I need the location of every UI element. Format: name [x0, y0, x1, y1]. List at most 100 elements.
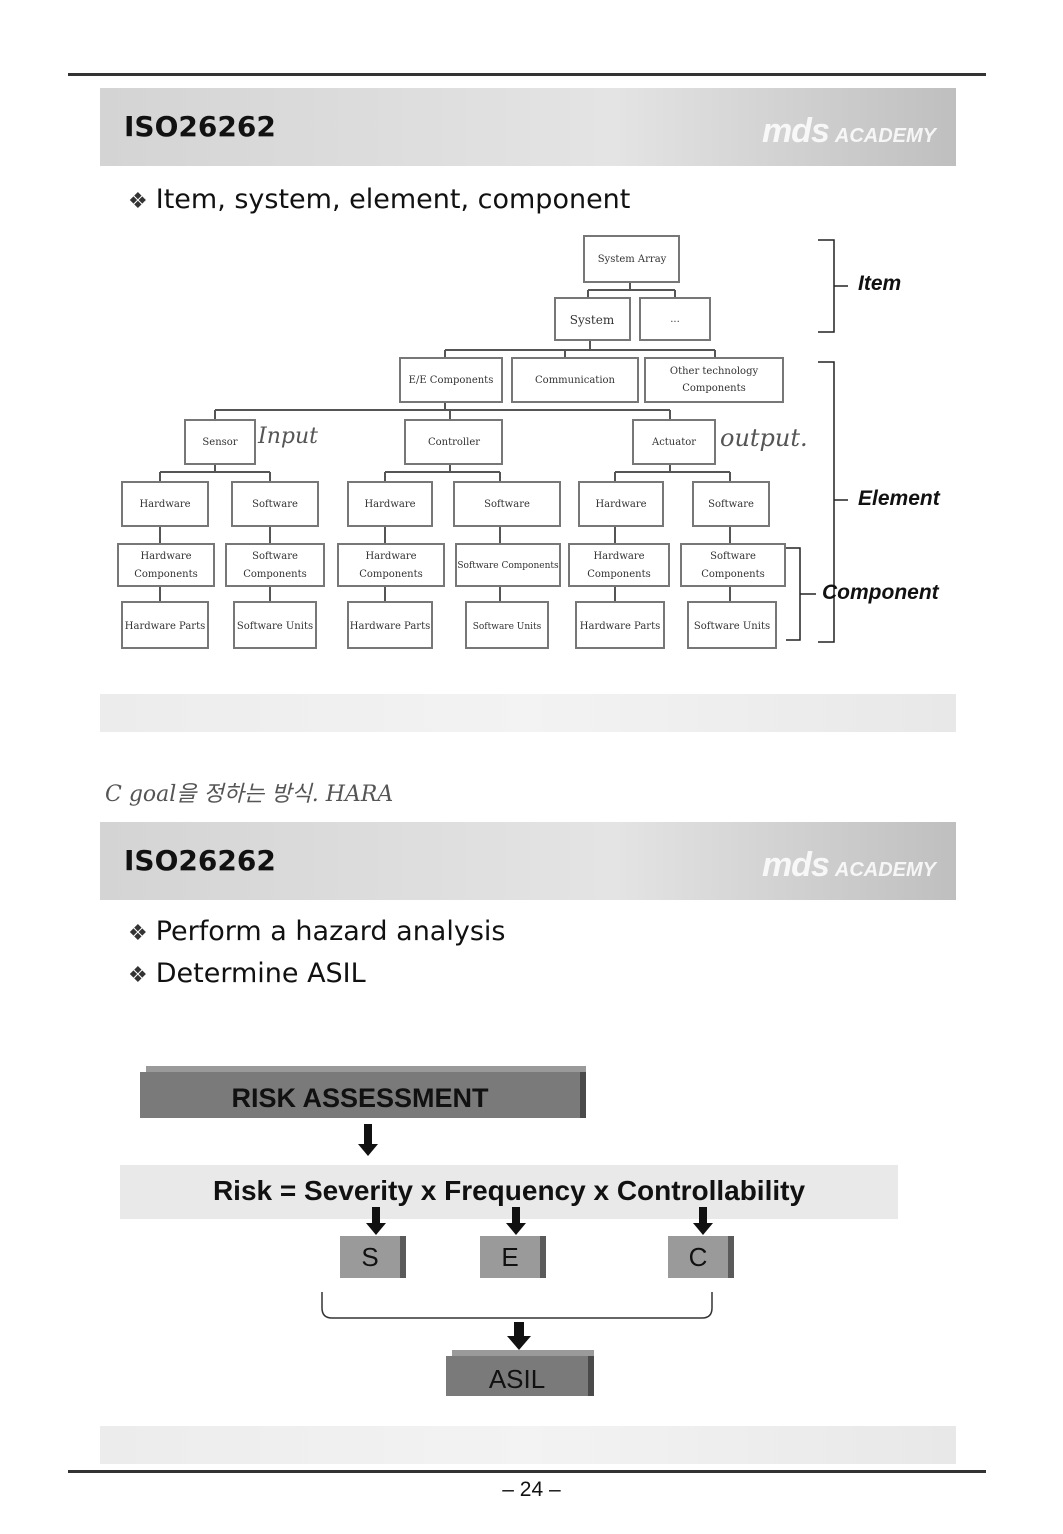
diamond-bullet-icon: ❖	[128, 189, 148, 214]
label-element: Element	[858, 487, 940, 510]
box-controller	[404, 419, 503, 465]
component-bracket	[786, 547, 801, 641]
slide2-bullet-2: ❖Determine ASIL	[128, 958, 366, 989]
svg-text:Hardware: Hardware	[364, 499, 415, 510]
box-hardware-parts-3	[575, 601, 665, 649]
risk-formula-band: Risk = Severity x Frequency x Controllab…	[120, 1165, 898, 1219]
box-sw-components-2	[455, 543, 561, 587]
risk-assessment-bar: RISK ASSESSMENT	[140, 1072, 580, 1118]
svg-text:Sensor: Sensor	[202, 437, 237, 448]
down-arrow-icon	[693, 1207, 713, 1235]
svg-text:Hardware: Hardware	[365, 551, 416, 562]
box-hardware-1	[121, 481, 209, 527]
svg-text:Components: Components	[134, 569, 198, 580]
svg-text:Hardware Parts: Hardware Parts	[580, 621, 660, 632]
svg-text:Software Components: Software Components	[457, 561, 559, 571]
box-software-2	[453, 481, 561, 527]
slide2-footer-band	[100, 1426, 956, 1464]
svg-text:...: ...	[670, 314, 680, 325]
box-software-1	[231, 481, 319, 527]
slide1-footer-band	[100, 694, 956, 732]
element-bracket	[818, 361, 835, 643]
slide2-bullet-1: ❖Perform a hazard analysis	[128, 916, 506, 947]
box-sensor	[184, 419, 256, 465]
asil-box: ASIL	[446, 1356, 588, 1396]
bottom-rule	[68, 1470, 986, 1473]
svg-text:Software: Software	[708, 499, 754, 510]
frequency-box: E	[480, 1236, 540, 1278]
handwritten-note: C goal을 정하는 방식. HARA	[105, 782, 394, 807]
svg-text:Components: Components	[359, 569, 423, 580]
box-software-units-3	[687, 601, 777, 649]
svg-text:Actuator: Actuator	[651, 437, 696, 448]
box-hardware-2	[347, 481, 433, 527]
svg-text:Components: Components	[587, 569, 651, 580]
box-sw-components-1	[225, 543, 325, 587]
box-software-units-2	[465, 601, 549, 649]
svg-text:Components: Components	[701, 569, 765, 580]
handwritten-output: output.	[720, 424, 808, 452]
box-actuator	[632, 419, 716, 465]
hierarchy-svg: System Array System ... E/E Components C…	[117, 235, 848, 649]
label-component: Component	[822, 581, 939, 604]
box-ellipsis	[639, 297, 711, 341]
svg-text:Components: Components	[682, 383, 746, 394]
svg-text:Other technology: Other technology	[670, 366, 759, 377]
diamond-bullet-icon: ❖	[128, 963, 148, 988]
svg-text:Communication: Communication	[535, 375, 616, 386]
box-system-array	[583, 235, 680, 283]
slide2-title: ISO26262	[124, 844, 276, 877]
box-software-units-1	[233, 601, 317, 649]
svg-text:Hardware: Hardware	[593, 551, 644, 562]
box-hardware-3	[578, 481, 664, 527]
box-hw-components-3	[568, 543, 670, 587]
svg-text:Hardware: Hardware	[140, 551, 191, 562]
svg-text:E/E Components: E/E Components	[409, 375, 494, 386]
box-hardware-parts-2	[347, 601, 433, 649]
box-software-3	[692, 481, 770, 527]
svg-text:Controller: Controller	[428, 437, 480, 448]
svg-text:Software: Software	[484, 499, 530, 510]
severity-box: S	[340, 1236, 400, 1278]
svg-text:Hardware Parts: Hardware Parts	[350, 621, 430, 632]
controllability-box: C	[668, 1236, 728, 1278]
svg-text:Software Units: Software Units	[237, 621, 313, 632]
box-hardware-parts-1	[121, 601, 209, 649]
down-arrow-icon	[507, 1322, 531, 1350]
page-number: – 24 –	[502, 1478, 561, 1501]
svg-text:Components: Components	[243, 569, 307, 580]
box-communication	[511, 357, 639, 403]
risk-formula: Risk = Severity x Frequency x Controllab…	[212, 1175, 806, 1206]
down-arrow-icon	[366, 1207, 386, 1235]
top-rule	[68, 73, 986, 76]
combining-bracket	[321, 1292, 713, 1319]
slide1-title: ISO26262	[124, 110, 276, 143]
svg-text:Software: Software	[710, 551, 756, 562]
handwritten-input: Input	[258, 424, 318, 449]
svg-text:System: System	[570, 313, 615, 327]
box-hw-components-1	[117, 543, 215, 587]
diamond-bullet-icon: ❖	[128, 921, 148, 946]
item-bracket	[818, 239, 835, 333]
box-ee-components	[399, 357, 503, 403]
svg-text:Hardware Parts: Hardware Parts	[125, 621, 205, 632]
box-other-technology	[644, 357, 784, 403]
box-sw-components-3	[680, 543, 786, 587]
box-hw-components-2	[337, 543, 445, 587]
svg-text:Hardware: Hardware	[595, 499, 646, 510]
box-system	[554, 297, 631, 341]
label-item: Item	[858, 272, 902, 295]
svg-text:Software Units: Software Units	[473, 622, 542, 632]
svg-text:Hardware: Hardware	[139, 499, 190, 510]
slide1-bullet-1: ❖Item, system, element, component	[128, 184, 631, 215]
down-arrow-icon	[358, 1124, 378, 1156]
svg-text:Software Units: Software Units	[694, 621, 770, 632]
svg-text:Software: Software	[252, 499, 298, 510]
down-arrow-icon	[506, 1207, 526, 1235]
svg-text:System Array: System Array	[598, 254, 667, 265]
svg-text:Software: Software	[252, 551, 298, 562]
